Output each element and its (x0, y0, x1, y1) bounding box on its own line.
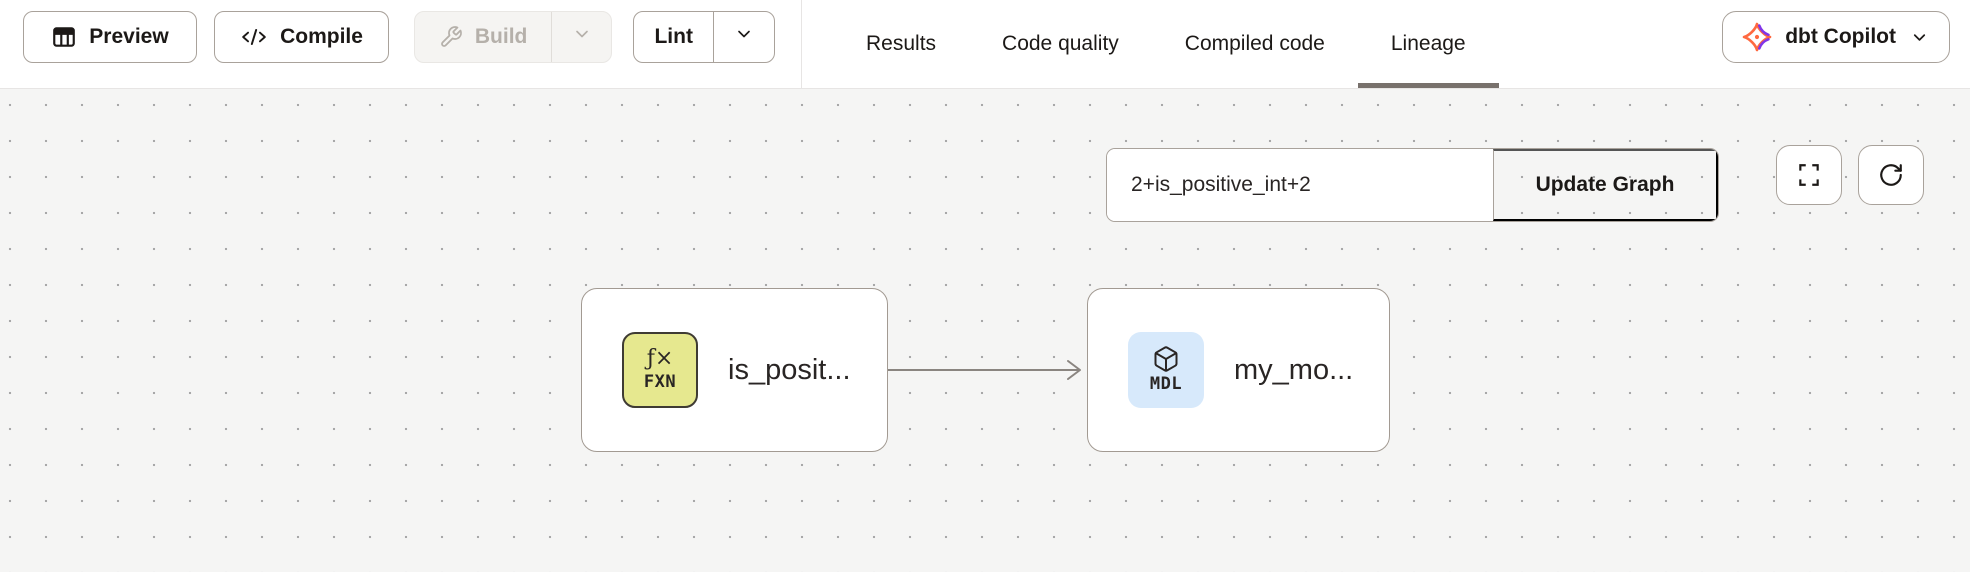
tab-label: Compiled code (1184, 32, 1325, 55)
model-badge-label: MDL (1149, 374, 1183, 394)
dbt-copilot-label: dbt Copilot (1785, 25, 1896, 48)
dbt-copilot-icon (1741, 21, 1773, 53)
lint-split-button: Lint (633, 11, 775, 63)
lint-dropdown-button[interactable] (713, 12, 774, 62)
fx-symbol: ƒ× (646, 346, 674, 371)
compile-button-label: Compile (280, 25, 363, 48)
lineage-canvas[interactable]: Update Graph ƒ× FXN is_posit... (0, 89, 1970, 572)
model-badge: MDL (1128, 332, 1204, 408)
fullscreen-button[interactable] (1776, 145, 1842, 205)
tab-code-quality[interactable]: Code quality (969, 0, 1152, 88)
results-tabs: Results Code quality Compiled code Linea… (833, 0, 1499, 88)
wrench-icon (439, 25, 463, 49)
code-icon (240, 24, 268, 50)
dbt-copilot-button[interactable]: dbt Copilot (1722, 11, 1950, 63)
chevron-down-icon (572, 24, 592, 50)
toolbar-divider (801, 0, 802, 88)
node-label: my_mo... (1234, 353, 1354, 386)
cube-icon (1152, 345, 1180, 373)
node-label: is_posit... (728, 353, 851, 386)
graph-selector-widget: Update Graph (1106, 148, 1719, 222)
tab-compiled-code[interactable]: Compiled code (1152, 0, 1358, 88)
tab-lineage[interactable]: Lineage (1357, 0, 1499, 88)
function-badge: ƒ× FXN (622, 332, 698, 408)
fullscreen-icon (1796, 162, 1822, 188)
lineage-edge-arrow (888, 360, 1081, 380)
build-button[interactable]: Build (415, 12, 551, 62)
tab-label: Results (866, 32, 937, 55)
toolbar: Preview Compile Build Lint (0, 0, 1970, 89)
tab-label: Code quality (1002, 32, 1119, 55)
build-button-label: Build (474, 25, 528, 48)
lineage-node-function[interactable]: ƒ× FXN is_posit... (581, 288, 888, 452)
lineage-node-model[interactable]: MDL my_mo... (1087, 288, 1390, 452)
tab-label: Lineage (1390, 32, 1466, 55)
build-split-button: Build (414, 11, 612, 63)
chevron-down-icon (734, 24, 754, 50)
refresh-graph-button[interactable] (1858, 145, 1924, 205)
build-dropdown-button[interactable] (551, 12, 611, 62)
function-badge-label: FXN (643, 372, 677, 392)
table-icon (51, 24, 77, 50)
update-graph-button[interactable]: Update Graph (1493, 149, 1718, 221)
compile-button[interactable]: Compile (214, 11, 389, 63)
lineage-selector-input[interactable] (1107, 149, 1493, 221)
preview-button-label: Preview (89, 25, 169, 48)
chevron-down-icon (1910, 28, 1929, 47)
preview-button[interactable]: Preview (23, 11, 197, 63)
refresh-icon (1878, 162, 1904, 188)
tab-results[interactable]: Results (833, 0, 969, 88)
lint-button-label: Lint (654, 25, 693, 48)
lint-button[interactable]: Lint (634, 12, 713, 62)
